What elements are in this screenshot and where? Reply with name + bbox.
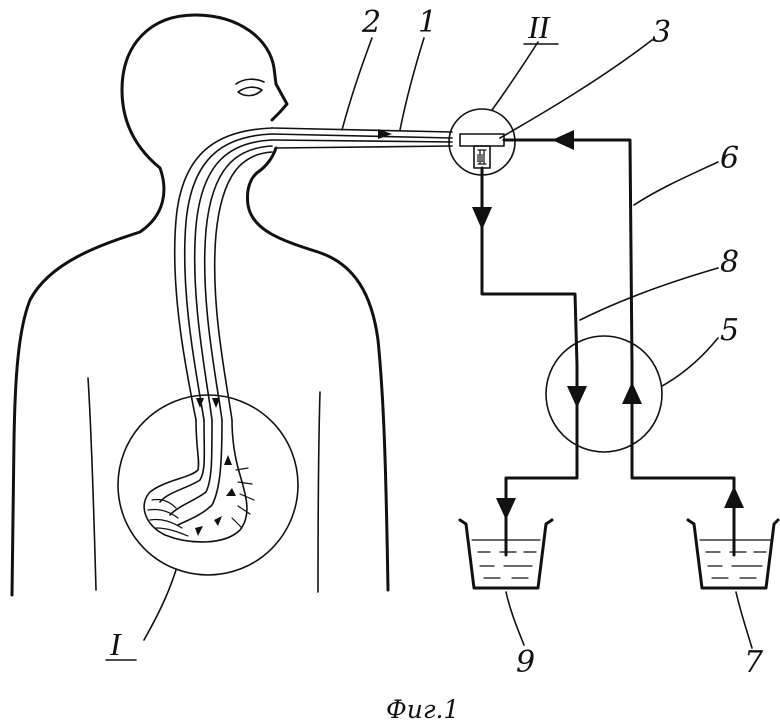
leader-1 [399,37,425,131]
leader-8 [579,267,719,321]
label-II: II [527,9,551,45]
leader-7 [735,591,753,649]
label-3: 3 [652,15,671,50]
tube-horizontal [271,127,453,149]
leader-6 [633,161,719,206]
label-9: 9 [516,645,535,680]
pump-arrow-down [567,386,587,408]
eyebrow [235,78,265,85]
line-to-left-reservoir [504,468,579,557]
label-6: 6 [720,141,739,176]
pump-arrow-up [622,382,642,404]
leader-9 [505,591,525,646]
arm-line-right [317,391,321,593]
figure-caption: Фиг.1 [386,695,459,724]
label-I: I [109,626,122,662]
leader-3 [499,39,653,139]
leader-I [143,569,177,641]
tube-flow-arrow [378,129,392,139]
detail-circle-connector [448,108,516,176]
label-7: 7 [744,645,764,680]
label-2: 2 [361,5,381,40]
eye-icon [237,86,263,97]
human-silhouette [10,13,289,597]
leader-II [491,41,539,111]
leader-2 [341,37,373,131]
line-from-right-reservoir [630,468,736,557]
label-1: 1 [418,5,437,40]
return-line [502,130,634,367]
label-8: 8 [720,245,739,280]
pump-circle [545,335,663,453]
leader-5 [661,337,719,387]
arrow-to-left-reservoir [496,498,516,520]
reservoir-left [458,518,554,590]
label-5: 5 [720,313,739,348]
supply-line [472,166,579,367]
reservoir-right [686,518,780,590]
human-right-outline [246,146,390,592]
tube-bundle [173,127,273,421]
arm-line-left [87,377,97,591]
detail-circle-stomach [117,394,299,576]
arrow-from-right-reservoir [724,486,744,508]
stomach [143,398,255,543]
connector-mark: II [476,151,484,165]
